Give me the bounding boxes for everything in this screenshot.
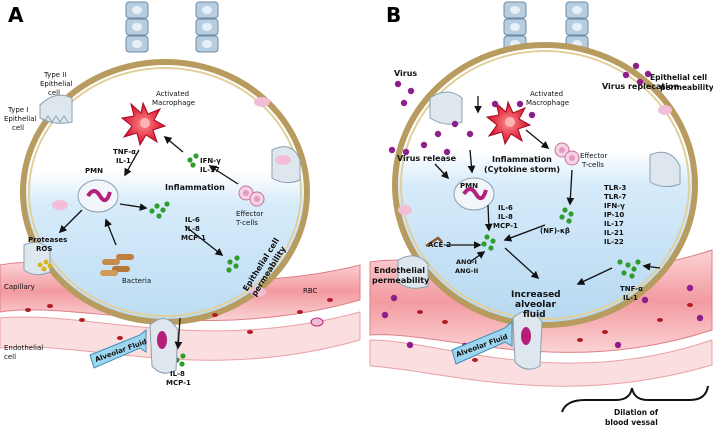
label-pmn-a: PMN [85, 167, 103, 175]
label-tlr-4: IP-10 [604, 211, 624, 219]
label-effector-a-1: Effector [236, 210, 263, 218]
label-il-a-2: IL-8 [185, 225, 200, 233]
label-macrophage-a-1: Activated [156, 90, 189, 98]
label-il-b-1: IL-6 [498, 204, 513, 212]
label-capillary-a: Capillary [4, 283, 35, 291]
label-il8-a-1: IL-8 [170, 370, 185, 378]
label-increased-fluid-1: Increased [511, 290, 561, 300]
label-macrophage-a-2: Macrophage [152, 99, 195, 107]
alveolar-fluid-a [89, 318, 179, 374]
label-inflammation-a: Inflammation [165, 183, 225, 192]
label-type2-cell-3: cell [48, 89, 60, 97]
pmn-cell-b [453, 177, 495, 211]
label-endothelial-permeability-2: permeability [372, 276, 430, 285]
label-il8-a-2: MCP-1 [166, 379, 191, 387]
label-ang-1: ANG-I [456, 258, 477, 266]
label-il-a-3: MCP-1 [181, 234, 206, 242]
label-ifn-a-1: IFN-γ [200, 157, 221, 165]
ros-a [37, 259, 53, 272]
rbc-b [417, 303, 693, 362]
label-tnf-b-2: IL-1 [623, 294, 638, 302]
label-ace2: ACE-2 [428, 241, 451, 249]
alveolar-fluid-b [451, 310, 543, 370]
label-endothelial-a-2: cell [4, 353, 16, 361]
effector-tcells-b [554, 142, 580, 166]
label-effector-a-2: T-cells [235, 219, 258, 227]
label-tnf-a-1: TNF-α [113, 148, 136, 156]
label-il-a-1: IL-6 [185, 216, 200, 224]
label-tlr-3: IFN-γ [604, 202, 625, 210]
label-inflammation-b-2: (Cytokine storm) [484, 165, 560, 174]
ace2-receptor [425, 236, 443, 248]
label-increased-fluid-2: alveolar [515, 300, 556, 310]
label-epithelial-permeability-b-1: Epithelial cell [650, 73, 707, 82]
cytokines-b [481, 207, 641, 279]
label-endothelial-a-1: Endothelial [4, 344, 43, 352]
label-endothelial-permeability-1: Endothelial [374, 266, 425, 275]
label-type1-cell-3: cell [12, 124, 24, 132]
panel-b-letter: B [386, 3, 401, 27]
effector-tcells-a [238, 185, 265, 207]
label-macrophage-b-1: Activated [530, 90, 563, 98]
dilation-brace [561, 385, 709, 413]
label-effector-b-2: T-cells [581, 161, 604, 169]
label-dilation-1: Dilation of [614, 408, 659, 417]
label-type2-cell-1: Type II [43, 71, 66, 79]
label-pmn-b: PMN [460, 182, 478, 190]
label-macrophage-b-2: Macrophage [526, 99, 569, 107]
type2-cell-a [39, 94, 73, 124]
label-il-b-3: MCP-1 [493, 222, 518, 230]
label-rbc-a: RBC [303, 287, 318, 295]
label-tlr-5: IL-17 [604, 220, 624, 228]
alveolus-b [392, 42, 698, 328]
label-proteases-a-1: Proteases [28, 236, 67, 244]
label-virus-replication: Virus replecation [602, 82, 679, 91]
label-nfkb: (NF)-κβ [540, 227, 570, 235]
rbc-a [25, 298, 333, 340]
label-virus: Virus [394, 69, 417, 78]
activated-macrophage-a [120, 101, 167, 147]
label-bacteria-a: Bacteria [122, 277, 151, 285]
label-increased-fluid-3: fluid [523, 310, 546, 320]
panel-b: B [369, 1, 713, 427]
panel-a-letter: A [8, 3, 24, 27]
viruses-b [381, 62, 704, 350]
bacteria-a [100, 254, 134, 276]
label-tlr-6: IL-21 [604, 229, 624, 237]
label-effector-b-1: Effector [580, 152, 607, 160]
label-type1-cell-2: Epithelial [4, 115, 36, 123]
label-virus-release: Virus release [397, 154, 457, 163]
label-type2-cell-2: Epithelial [40, 80, 72, 88]
epithelial-column-a [125, 1, 219, 53]
label-epithelial-permeability-b-2: permeability [660, 83, 713, 92]
arrows-a [58, 136, 239, 350]
label-ifn-a-2: IL-17 [200, 166, 220, 174]
activated-macrophage-b [485, 100, 532, 146]
label-tnf-b-1: TNF-α [620, 285, 643, 293]
label-tlr-2: TLR-7 [604, 193, 627, 201]
label-tnf-a-2: IL-1 [116, 157, 131, 165]
pmn-cell-a [77, 179, 119, 213]
label-tlr-1: TLR-3 [604, 184, 627, 192]
label-inflammation-b-1: Inflammation [492, 155, 552, 164]
label-tlr-7: IL-22 [604, 238, 624, 246]
label-proteases-a-2: ROS [36, 245, 52, 253]
label-type1-cell-1: Type I [7, 106, 28, 114]
label-ang-2: ANG-II [455, 267, 478, 275]
panel-a: A [0, 1, 361, 387]
arrows-b [434, 96, 661, 285]
label-dilation-2: blood vessal [605, 418, 658, 427]
label-il-b-2: IL-8 [498, 213, 513, 221]
